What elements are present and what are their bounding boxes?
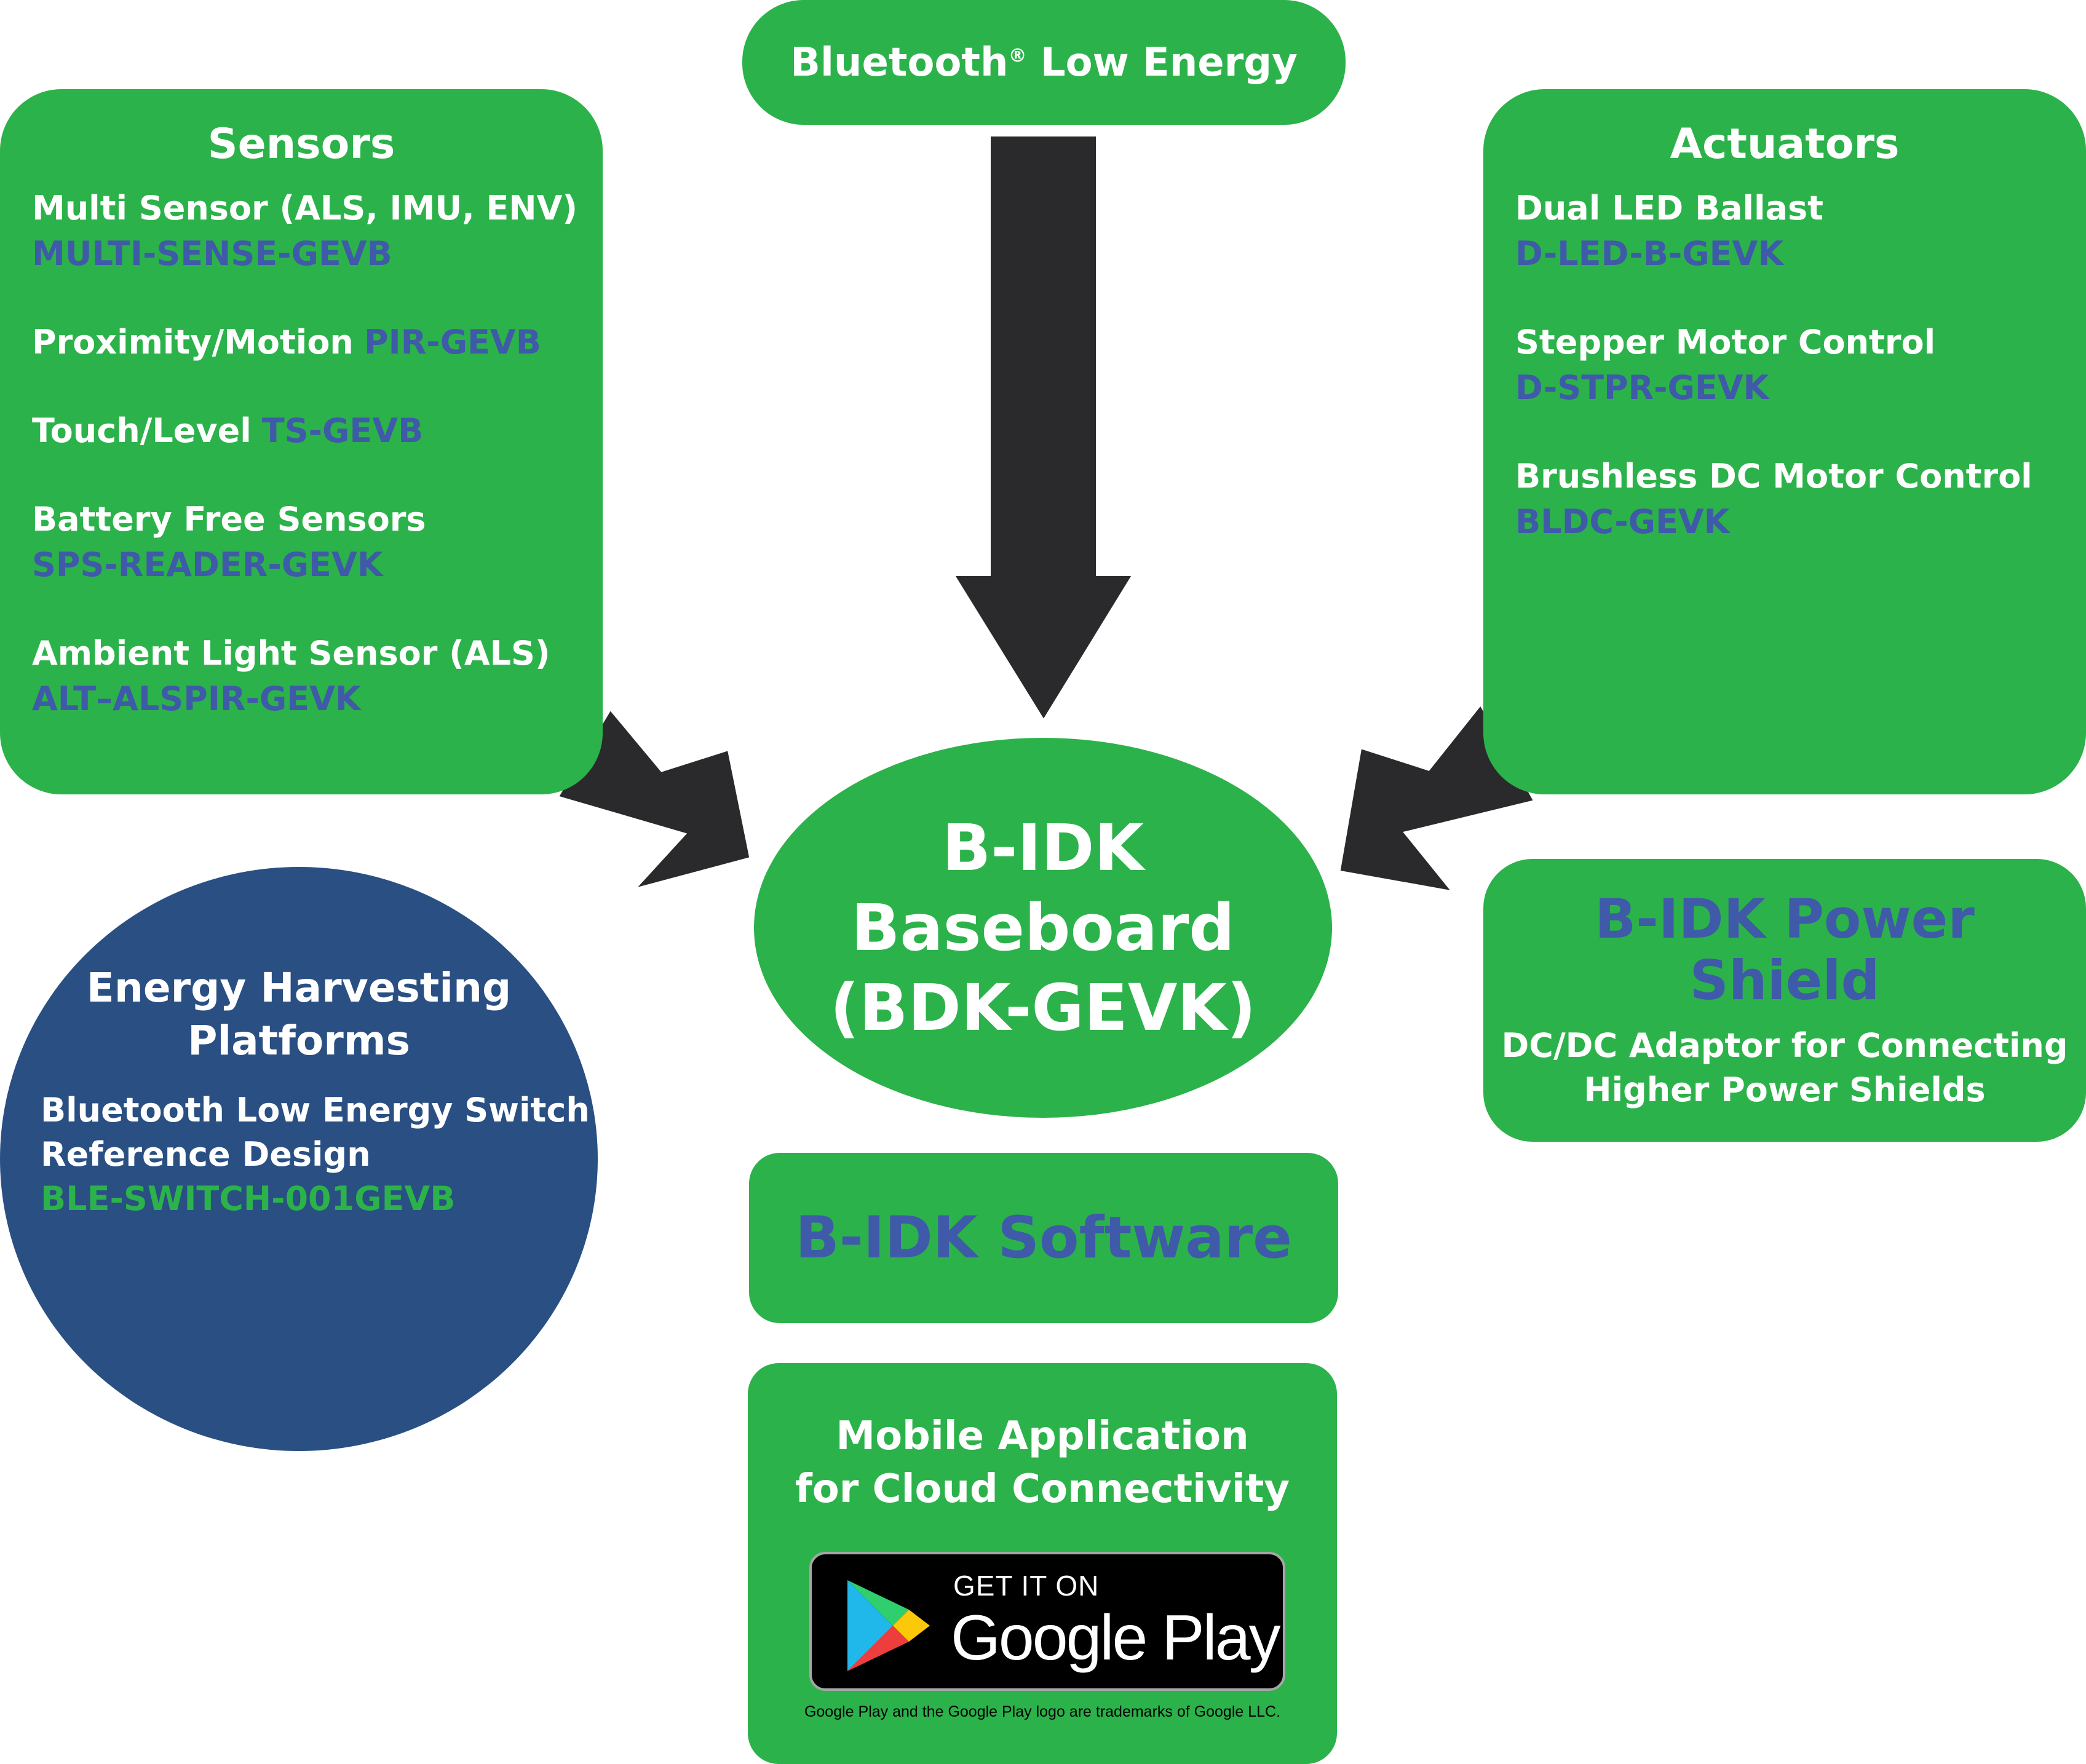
ble-title-main: Bluetooth [790, 39, 1009, 85]
badge-large-text: Google Play [951, 1602, 1281, 1674]
sensor-label: Touch/Level [32, 411, 252, 450]
actuator-label: Brushless DC Motor Control [1515, 457, 2032, 496]
mobile-app-box: Mobile Application for Cloud Connectivit… [748, 1363, 1337, 1764]
sensors-list: Multi Sensor (ALS, IMU, ENV) MULTI-SENSE… [32, 186, 603, 722]
power-shield-description: DC/DC Adaptor for Connecting Higher Powe… [1483, 1024, 2086, 1112]
registered-mark: ® [1008, 45, 1027, 67]
actuator-code: BLDC-GEVK [1515, 502, 1730, 541]
energy-desc-line-1: Bluetooth Low Energy Switch [41, 1091, 590, 1129]
ble-title: Bluetooth® Low Energy [790, 40, 1298, 85]
power-shield-title: B-IDK Power Shield [1483, 888, 2086, 1011]
mobile-title-line-1: Mobile Application [836, 1414, 1249, 1459]
power-shield-desc-line-2: Higher Power Shields [1584, 1070, 1986, 1109]
sensor-label: Proximity/Motion [32, 323, 354, 362]
sensor-label: Multi Sensor (ALS, IMU, ENV) [32, 189, 578, 227]
energy-title-line-2: Platforms [188, 1017, 410, 1064]
trademark-notice: Google Play and the Google Play logo are… [804, 1703, 1281, 1720]
actuator-item-led: Dual LED Ballast D-LED-B-GEVK [1515, 186, 2086, 277]
actuator-label: Stepper Motor Control [1515, 323, 1936, 362]
sensor-code: MULTI-SENSE-GEVB [32, 234, 392, 273]
arrow-from-sensors [550, 700, 756, 899]
sensor-code: PIR-GEVB [364, 323, 541, 362]
energy-desc-line-2: Reference Design [41, 1135, 371, 1174]
sensor-item-proximity: Proximity/Motion PIR-GEVB [32, 320, 603, 365]
actuator-item-bldc: Brushless DC Motor Control BLDC-GEVK [1515, 454, 2086, 545]
sensor-item-battery-free: Battery Free Sensors SPS-READER-GEVK [32, 497, 603, 588]
google-play-logo-icon [847, 1580, 930, 1671]
energy-title-line-1: Energy Harvesting [86, 964, 512, 1011]
actuator-code: D-STPR-GEVK [1515, 368, 1769, 407]
energy-harvesting-circle: Energy Harvesting Platforms Bluetooth Lo… [0, 867, 598, 1451]
actuator-item-stepper: Stepper Motor Control D-STPR-GEVK [1515, 320, 2086, 411]
sensor-label: Battery Free Sensors [32, 500, 426, 539]
actuator-code: D-LED-B-GEVK [1515, 234, 1784, 273]
ble-box: Bluetooth® Low Energy [742, 0, 1346, 125]
badge-small-text: GET IT ON [953, 1570, 1100, 1602]
arrow-down [945, 130, 1142, 730]
sensor-code: SPS-READER-GEVK [32, 545, 383, 584]
power-shield-title-line-2: Shield [1689, 949, 1880, 1012]
sensor-item-multi: Multi Sensor (ALS, IMU, ENV) MULTI-SENSE… [32, 186, 603, 277]
baseboard-line-3: (BDK-GEVK) [830, 970, 1256, 1045]
mobile-title-line-2: for Cloud Connectivity [795, 1466, 1290, 1512]
baseboard-ellipse: B-IDK Baseboard (BDK-GEVK) [754, 738, 1332, 1118]
mobile-title: Mobile Application for Cloud Connectivit… [748, 1410, 1337, 1516]
actuators-box: Actuators Dual LED Ballast D-LED-B-GEVK … [1483, 89, 2086, 794]
sensors-box: Sensors Multi Sensor (ALS, IMU, ENV) MUL… [0, 89, 603, 794]
power-shield-desc-line-1: DC/DC Adaptor for Connecting [1501, 1026, 2068, 1065]
baseboard-line-2: Baseboard [851, 890, 1235, 965]
sensor-label: Ambient Light Sensor (ALS) [32, 634, 550, 673]
energy-code: BLE-SWITCH-001GEVB [41, 1179, 456, 1218]
power-shield-title-line-1: B-IDK Power [1595, 887, 1975, 951]
power-shield-box: B-IDK Power Shield DC/DC Adaptor for Con… [1483, 859, 2086, 1142]
sensors-title: Sensors [207, 120, 395, 168]
actuator-label: Dual LED Ballast [1515, 189, 1823, 227]
software-title: B-IDK Software [795, 1204, 1292, 1272]
sensor-code: TS-GEVB [261, 411, 424, 450]
sensor-code: ALT–ALSPIR-GEVK [32, 679, 361, 718]
ble-title-rest: Low Energy [1040, 39, 1298, 85]
actuators-title: Actuators [1670, 120, 1900, 168]
google-play-badge[interactable]: GET IT ON Google Play [809, 1552, 1285, 1691]
sensor-item-ambient-light: Ambient Light Sensor (ALS) ALT–ALSPIR-GE… [32, 631, 603, 722]
sensor-item-touch: Touch/Level TS-GEVB [32, 408, 603, 454]
actuators-list: Dual LED Ballast D-LED-B-GEVK Stepper Mo… [1515, 186, 2086, 545]
energy-description: Bluetooth Low Energy Switch Reference De… [41, 1088, 590, 1221]
software-box: B-IDK Software [749, 1153, 1338, 1323]
baseboard-line-1: B-IDK [942, 810, 1144, 885]
energy-title: Energy Harvesting Platforms [0, 962, 598, 1067]
